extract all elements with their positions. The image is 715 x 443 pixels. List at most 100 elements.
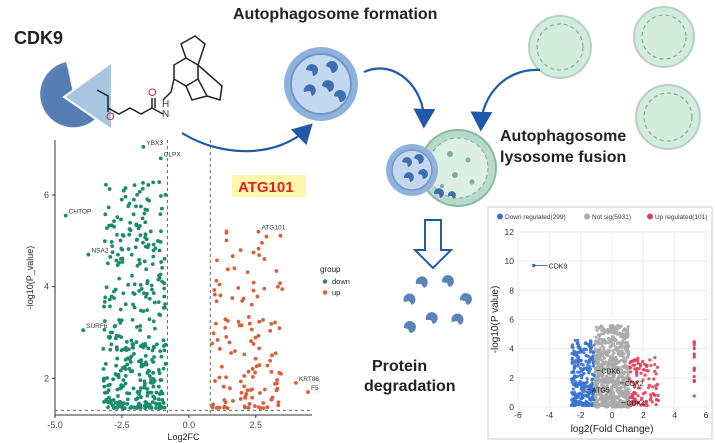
right-point-series-2 xyxy=(692,379,696,383)
right-point-series-0 xyxy=(587,403,591,407)
right-point-series-1 xyxy=(625,364,630,368)
right-point-series-1 xyxy=(619,368,624,372)
left-point-up xyxy=(213,379,217,383)
left-point-down xyxy=(134,204,138,209)
left-point-down xyxy=(118,368,123,373)
left-point-up xyxy=(210,341,215,346)
right-point-series-1 xyxy=(626,353,631,357)
left-point-down xyxy=(119,335,124,340)
left-point-down xyxy=(132,405,137,410)
right-point-series-1 xyxy=(609,385,614,389)
right-point-series-2 xyxy=(637,367,641,371)
left-point-down xyxy=(131,197,136,202)
left-point-down xyxy=(158,194,163,198)
right-point-series-1 xyxy=(603,341,607,345)
right-point-series-0 xyxy=(579,358,583,363)
right-point-series-1 xyxy=(616,377,620,381)
left-point-up xyxy=(261,318,265,322)
right-point-series-2 xyxy=(631,363,635,367)
left-point-down xyxy=(142,383,147,388)
right-point-series-1 xyxy=(594,341,598,345)
right-x-tick-label: -4 xyxy=(546,410,554,420)
right-point-series-0 xyxy=(591,364,596,368)
right-point-series-1 xyxy=(598,397,602,402)
right-point-series-2 xyxy=(636,359,640,363)
right-point-series-1 xyxy=(599,324,603,328)
right-point-series-1 xyxy=(622,383,626,387)
left-point-down xyxy=(160,265,165,270)
left-point-down xyxy=(144,360,148,365)
left-point-down xyxy=(112,324,117,329)
left-point-down xyxy=(139,358,144,363)
left-point-up xyxy=(253,370,257,375)
left-point-up xyxy=(257,346,262,351)
left-point-down xyxy=(107,223,112,228)
left-point-down xyxy=(132,292,137,296)
left-point-down xyxy=(156,397,161,402)
left-point-up xyxy=(253,356,258,361)
left-point-up xyxy=(237,323,242,328)
left-point-down xyxy=(161,338,166,343)
right-point-series-1 xyxy=(610,400,614,404)
right-point-series-1 xyxy=(594,325,599,329)
right-point-series-1 xyxy=(623,328,627,332)
left-point-up xyxy=(217,346,222,351)
left-annotated-point xyxy=(63,213,68,218)
right-point-series-2 xyxy=(656,393,660,398)
right-point-series-1 xyxy=(601,373,605,378)
left-point-up xyxy=(276,284,280,289)
right-point-series-1 xyxy=(600,399,604,404)
left-point-down xyxy=(140,216,145,221)
left-point-down xyxy=(137,189,142,194)
left-point-down xyxy=(157,406,162,410)
left-point-up xyxy=(252,404,257,408)
left-point-down xyxy=(145,393,150,398)
left-point-down xyxy=(158,349,163,354)
right-point-series-1 xyxy=(610,335,615,339)
left-point-down xyxy=(158,212,163,217)
right-point-series-2 xyxy=(649,363,653,368)
left-point-down xyxy=(130,317,135,322)
left-point-up xyxy=(255,294,260,299)
right-point-series-2 xyxy=(642,362,647,366)
right-point-series-2 xyxy=(629,403,633,407)
right-point-series-1 xyxy=(595,388,599,392)
left-point-down xyxy=(163,361,168,366)
right-point-series-1 xyxy=(619,332,623,336)
left-point-down xyxy=(127,232,132,237)
left-point-down xyxy=(102,299,107,304)
right-point-series-1 xyxy=(594,346,598,351)
right-point-series-0 xyxy=(573,361,577,365)
right-point-series-2 xyxy=(634,369,638,373)
left-point-down xyxy=(109,342,114,347)
right-point-series-1 xyxy=(600,394,604,398)
right-point-series-1 xyxy=(613,339,618,343)
left-point-down xyxy=(125,402,130,406)
right-legend-marker-2 xyxy=(647,213,653,220)
left-point-down xyxy=(109,294,114,299)
left-point-up xyxy=(270,353,274,358)
right-point-series-2 xyxy=(648,358,652,362)
right-point-series-0 xyxy=(579,397,583,401)
right-annotation-label: CDK6 xyxy=(601,369,620,376)
left-point-down xyxy=(139,395,143,400)
right-point-series-1 xyxy=(625,345,630,349)
left-point-down xyxy=(148,404,153,409)
left-point-up xyxy=(249,339,253,343)
right-point-series-1 xyxy=(596,385,600,389)
right-y-tick-label: 12 xyxy=(505,227,515,237)
left-point-down xyxy=(157,273,161,278)
left-point-down xyxy=(149,283,154,288)
left-point-down xyxy=(103,295,108,300)
right-point-series-2 xyxy=(627,377,631,381)
left-point-down xyxy=(123,373,128,378)
right-point-series-1 xyxy=(595,392,600,396)
left-point-down xyxy=(138,282,143,287)
left-point-up xyxy=(224,229,229,234)
right-point-series-0 xyxy=(578,366,583,370)
right-legend-label-0: Down regulated(299) xyxy=(505,214,566,221)
left-point-down xyxy=(123,357,128,362)
right-point-series-2 xyxy=(692,341,696,345)
left-point-down xyxy=(144,267,149,272)
right-point-series-0 xyxy=(584,347,588,352)
